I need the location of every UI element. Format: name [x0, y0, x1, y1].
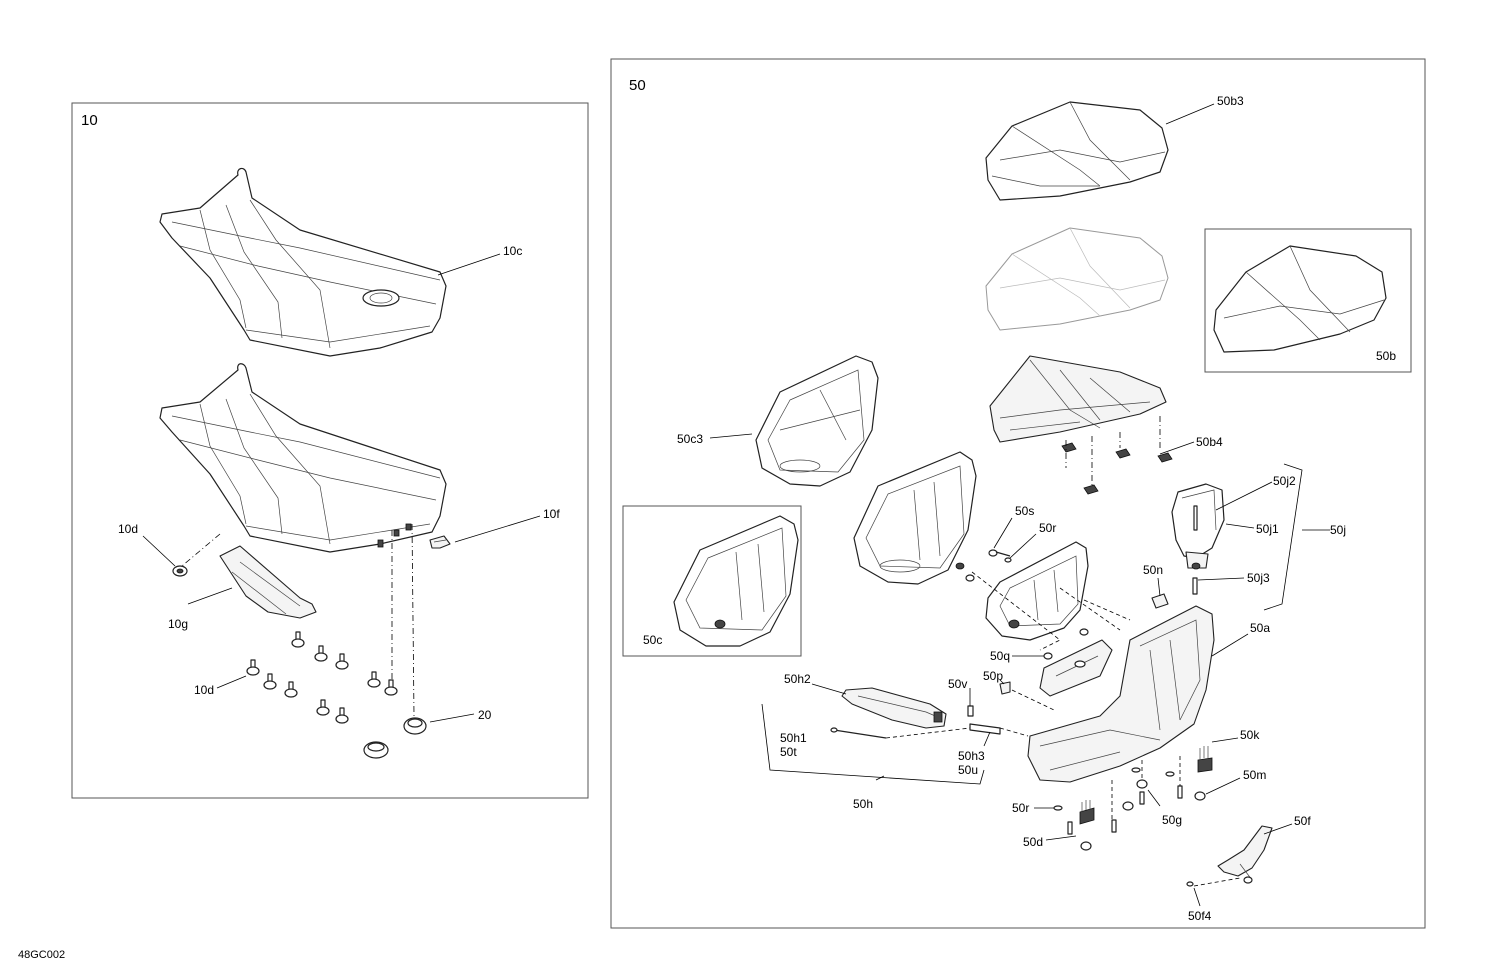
label-10d-lower: 10d [194, 683, 214, 697]
label-50p: 50p [983, 669, 1003, 683]
label-50j3: 50j3 [1247, 571, 1270, 585]
backrest-50c[interactable] [673, 515, 799, 647]
label-50b: 50b [1376, 349, 1396, 363]
label-50d: 50d [1023, 835, 1043, 849]
seat-base-50b4[interactable] [989, 355, 1167, 443]
strip-10g[interactable] [219, 545, 317, 619]
label-50r-bottom: 50r [1012, 801, 1029, 815]
label-50b3: 50b3 [1217, 94, 1244, 108]
sleeve-50h3[interactable] [969, 723, 1001, 735]
seat-cover-10c[interactable] [159, 167, 447, 357]
grommet-10d[interactable] [172, 565, 188, 577]
label-50s: 50s [1015, 504, 1034, 518]
inset-50c-frame [622, 505, 802, 657]
bracket-50d[interactable] [1079, 800, 1095, 825]
label-50h1: 50h1 [780, 731, 807, 745]
logo-emblem-icon [362, 289, 400, 307]
label-50b4: 50b4 [1196, 435, 1223, 449]
seat-frame-50a[interactable] [1027, 605, 1215, 783]
label-10f: 10f [543, 507, 560, 521]
panel-50-number: 50 [629, 77, 646, 94]
label-20: 20 [478, 708, 492, 722]
seat-50b[interactable] [1213, 245, 1387, 353]
label-50a: 50a [1250, 621, 1270, 635]
label-50q: 50q [990, 649, 1010, 663]
pin-50v[interactable] [967, 705, 974, 717]
label-50c3: 50c3 [677, 432, 703, 446]
seat-ghost-50b [985, 227, 1169, 331]
pin-50j3[interactable] [1192, 577, 1198, 595]
label-50m: 50m [1243, 768, 1266, 782]
rod-50h1[interactable] [830, 727, 887, 739]
backrest-frame-50c[interactable] [853, 451, 977, 585]
label-50h2: 50h2 [784, 672, 811, 686]
label-50h: 50h [853, 797, 873, 811]
label-50j1: 50j1 [1256, 522, 1279, 536]
seat-cover-50b3[interactable] [985, 101, 1169, 201]
screw-50q[interactable] [1043, 628, 1089, 660]
clip-50n[interactable] [1151, 593, 1169, 609]
panel-50-frame [610, 58, 1426, 929]
panel-10-frame [71, 102, 589, 799]
inset-50b-frame [1204, 228, 1412, 373]
panel-50: 50 50b [610, 58, 1426, 929]
label-50t: 50t [780, 745, 797, 759]
label-50f: 50f [1294, 814, 1311, 828]
label-50f4: 50f4 [1188, 909, 1212, 923]
panel-10: 10 [71, 102, 589, 799]
handle-50h2[interactable] [841, 687, 947, 729]
bracket-50f[interactable] [1186, 825, 1273, 887]
screw-50s[interactable] [988, 549, 1011, 557]
label-10d-upper: 10d [118, 522, 138, 536]
diagram-code: 48GC002 [18, 949, 65, 961]
clip-set-50b4[interactable] [1061, 442, 1173, 495]
screw-50s-2[interactable] [955, 562, 975, 582]
backrest-shell-50[interactable] [985, 541, 1089, 641]
bracket-50k[interactable] [1197, 746, 1213, 773]
label-50g: 50g [1162, 813, 1182, 827]
washer-50r[interactable] [1004, 557, 1012, 563]
label-50k: 50k [1240, 728, 1260, 742]
panel-10-number: 10 [81, 112, 98, 129]
ring-20[interactable] [363, 717, 427, 759]
label-50r-top: 50r [1039, 521, 1056, 535]
grommet-set-10d[interactable] [246, 631, 398, 724]
grommet-set-50g[interactable] [1067, 779, 1206, 851]
label-50h3: 50h3 [958, 749, 985, 763]
label-50c: 50c [643, 633, 662, 647]
label-10c: 10c [503, 244, 522, 258]
seat-assembly-10[interactable] [159, 363, 447, 553]
label-50j: 50j [1330, 523, 1346, 537]
backrest-cover-50c3[interactable] [755, 355, 879, 487]
label-50u: 50u [958, 763, 978, 777]
clip-50p[interactable] [999, 681, 1011, 695]
headrest-50j1[interactable] [1171, 483, 1225, 570]
label-50j2: 50j2 [1273, 474, 1296, 488]
plate-50q[interactable] [1039, 639, 1113, 697]
label-50n: 50n [1143, 563, 1163, 577]
label-10g: 10g [168, 617, 188, 631]
clip-10f[interactable] [429, 535, 451, 549]
label-50v: 50v [948, 677, 967, 691]
